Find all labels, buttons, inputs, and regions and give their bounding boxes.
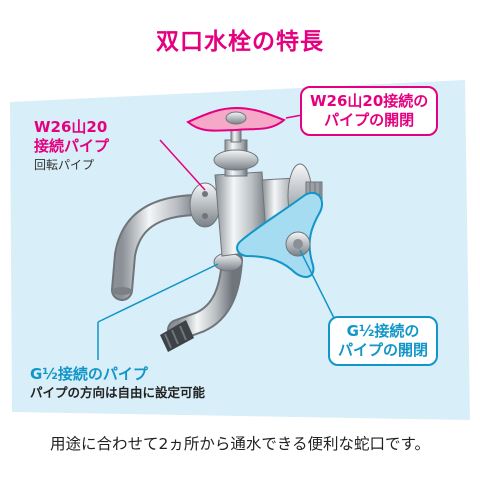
callout-w26-valve-line1: W26山20接続の: [310, 92, 429, 110]
page-title: 双口水栓の特長: [156, 29, 324, 55]
label-w26-pipe: W26山20 接続パイプ 回転パイプ: [34, 118, 109, 175]
callout-g-valve-line1: G½接続の: [346, 322, 420, 340]
label-w26-pipe-sub: 回転パイプ: [34, 158, 95, 172]
top-handle[interactable]: [186, 106, 286, 132]
hose-nozzle: [160, 320, 194, 352]
lower-spout: [160, 249, 243, 352]
leader-g-valve: [299, 249, 336, 321]
upper-spout: [111, 194, 211, 301]
side-handle[interactable]: [236, 192, 324, 278]
callout-w26-valve-line2: パイプの開閉: [324, 111, 415, 129]
bottom-caption: 用途に合わせて2ヵ所から通水できる便利な蛇口です。: [49, 435, 430, 453]
label-w26-pipe-line2: 接続パイプ: [34, 137, 110, 155]
leader-w26-pipe: [159, 139, 206, 191]
leader-g-pipe-b: [97, 263, 219, 323]
callout-w26-valve: W26山20接続の パイプの開閉: [300, 86, 439, 136]
callout-g-valve-line2: パイプの開閉: [338, 341, 429, 359]
label-g-pipe-line2: パイプの方向は自由に設定可能: [30, 385, 206, 400]
label-g-pipe-line1: G½接続のパイプ: [30, 365, 148, 383]
callout-g-valve: G½接続の パイプの開閉: [328, 316, 439, 366]
label-w26-pipe-line1: W26山20: [34, 118, 108, 136]
label-g-pipe: G½接続のパイプ パイプの方向は自由に設定可能: [30, 364, 205, 401]
